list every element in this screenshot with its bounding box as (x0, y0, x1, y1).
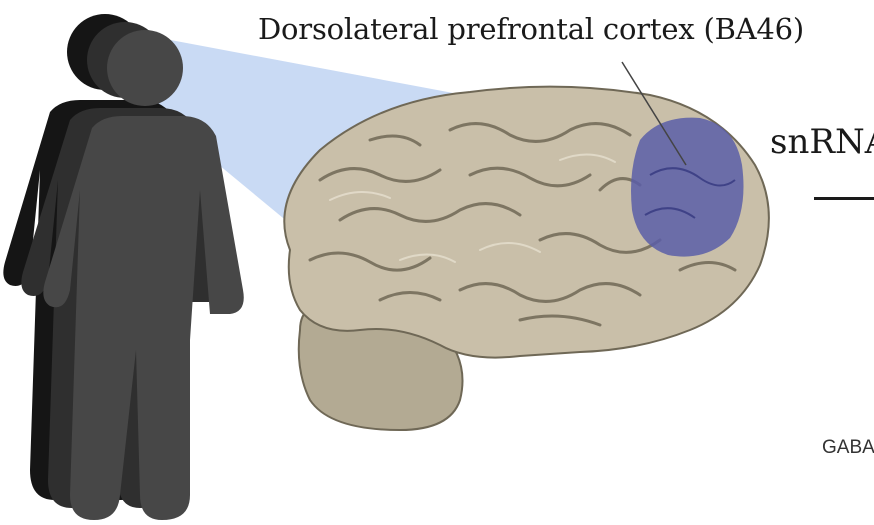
dlpfc-region (631, 118, 744, 257)
brain-illustration-icon (284, 87, 769, 430)
snrna-divider (814, 197, 874, 200)
snrna-label: snRNA (770, 122, 874, 162)
region-label: Dorsolateral prefrontal cortex (BA46) (258, 12, 804, 46)
gaba-label: GABA (822, 437, 874, 459)
